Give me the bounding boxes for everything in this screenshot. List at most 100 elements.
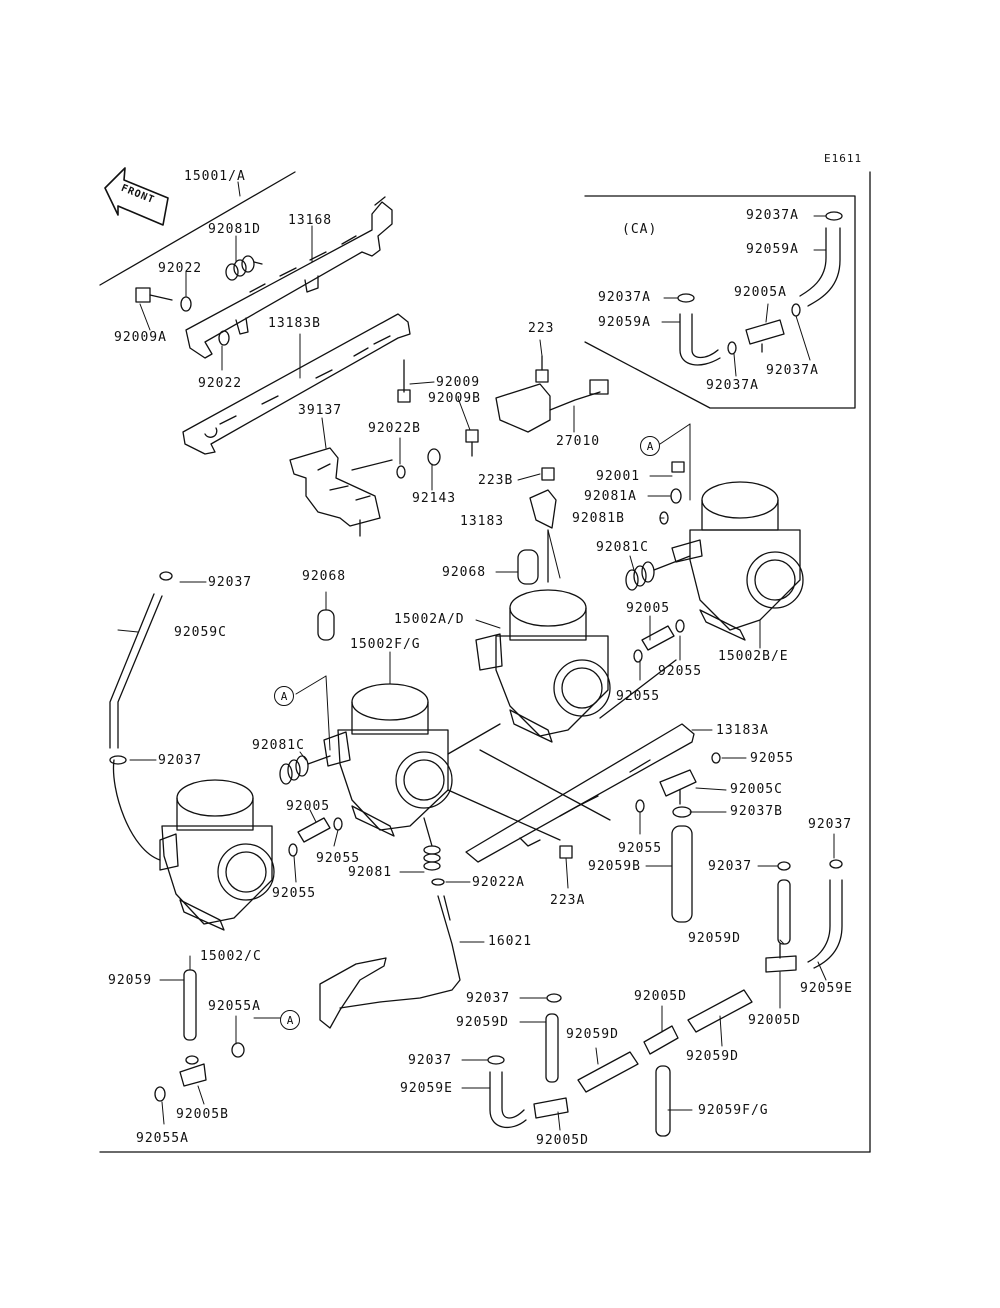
hose-92059E-r: [807, 879, 831, 963]
label-92081B: 92081B: [572, 511, 625, 526]
washer-92022A: [431, 878, 445, 886]
label-15001A: 15001/A: [184, 169, 246, 184]
label-92005D-center-1: 92005D: [536, 1133, 589, 1148]
callout-a-3: A: [280, 1010, 300, 1030]
spring-92081C-right: [625, 555, 691, 591]
label-13168: 13168: [288, 213, 333, 228]
fitting-92005D-c2: [643, 1025, 679, 1055]
label-92059D-center-3: 92059D: [686, 1049, 739, 1064]
label-92081: 92081: [348, 865, 393, 880]
label-92009A: 92009A: [114, 330, 167, 345]
label-92005D-center-2: 92005D: [634, 989, 687, 1004]
hose-92059D-r: [777, 879, 791, 945]
hose-92059D-c3: [687, 989, 753, 1033]
label-92059FG: 92059F/G: [698, 1103, 769, 1118]
bracket-13168: [185, 196, 393, 359]
callout-a-2: A: [274, 686, 294, 706]
label-ca-92037A-3: 92037A: [706, 378, 759, 393]
carburetor-15002C: [159, 779, 275, 931]
hose-92059E-c: [489, 1071, 527, 1129]
screw-92001: [671, 461, 685, 473]
cap-92037-r1: [777, 861, 791, 871]
label-92055-left-2: 92055: [272, 886, 317, 901]
label-92059E-center: 92059E: [400, 1081, 453, 1096]
hose-92059C: [109, 571, 173, 861]
label-92059D-right: 92059D: [688, 931, 741, 946]
clip-92143: [427, 448, 441, 466]
hose-92059B: [671, 825, 693, 923]
clip-13183: [529, 467, 557, 583]
cap-92037A-ca1: [825, 211, 843, 221]
label-92022A: 92022A: [472, 875, 525, 890]
label-16021: 16021: [488, 934, 533, 949]
fitting-92005D-c1: [533, 1097, 569, 1119]
label-ca-92005A: 92005A: [734, 285, 787, 300]
label-15002AD: 15002A/D: [394, 612, 465, 627]
sensor-27010: [495, 379, 609, 433]
hose-92059-left: [154, 969, 245, 1102]
label-92037-left-1: 92037: [208, 575, 253, 590]
label-ca-92037A-2: 92037A: [598, 290, 651, 305]
label-92009B: 92009B: [428, 391, 481, 406]
cable-16021: [319, 895, 461, 1029]
clip-92037A-ca3: [727, 341, 737, 355]
label-92005B: 92005B: [176, 1107, 229, 1122]
hose-92059D-c2: [577, 1051, 639, 1093]
label-92037-right-2: 92037: [808, 817, 853, 832]
label-27010: 27010: [556, 434, 601, 449]
label-92055-mid-2: 92055: [618, 841, 663, 856]
label-92037-left-2: 92037: [158, 753, 203, 768]
label-92037-center-2: 92037: [408, 1053, 453, 1068]
label-92059E-right: 92059E: [800, 981, 853, 996]
label-92005-left: 92005: [286, 799, 331, 814]
region-label-ca: (CA): [622, 222, 658, 237]
label-92022-a: 92022: [158, 261, 203, 276]
front-arrow-icon: [104, 167, 169, 226]
label-92005C: 92005C: [730, 782, 783, 797]
label-92055-mid-1: 92055: [750, 751, 795, 766]
fitting-92005-right: [633, 619, 685, 663]
label-92055-left-1: 92055: [316, 851, 361, 866]
cap-92037B: [672, 806, 692, 818]
label-92059B: 92059B: [588, 859, 641, 874]
hose-92068-left: [317, 609, 335, 641]
carburetor-15002BE: [671, 481, 804, 641]
label-92059: 92059: [108, 973, 153, 988]
bolt-92009A: [135, 287, 230, 346]
bracket-39137: [289, 447, 393, 537]
label-15002C: 15002/C: [200, 949, 262, 964]
fitting-92005C: [659, 769, 697, 805]
label-15002FG: 15002F/G: [350, 637, 421, 652]
label-39137: 39137: [298, 403, 343, 418]
label-92005D-right: 92005D: [748, 1013, 801, 1028]
label-92059C: 92059C: [174, 625, 227, 640]
label-92009: 92009: [436, 375, 481, 390]
hose-92059D-c1: [545, 1013, 559, 1083]
screw-223A: [559, 845, 573, 859]
screw-223: [535, 355, 549, 383]
label-92055-right-2: 92055: [616, 689, 661, 704]
label-92001: 92001: [596, 469, 641, 484]
label-ca-92037A-1: 92037A: [746, 208, 799, 223]
screw-92009: [397, 359, 411, 403]
bracket-13183A: [465, 723, 695, 863]
spring-92081A: [670, 488, 682, 504]
hose-92059FG: [655, 1065, 671, 1137]
label-92081D: 92081D: [208, 222, 261, 237]
label-92068-center: 92068: [442, 565, 487, 580]
spring-92081D: [225, 255, 263, 281]
fitting-92005D-r: [765, 943, 797, 973]
carburetor-15002FG: [323, 683, 453, 837]
cap-92037A-ca2: [677, 293, 695, 303]
label-92037-right-1: 92037: [708, 859, 753, 874]
label-92081C-left: 92081C: [252, 738, 305, 753]
hose-92059A-ca2: [679, 313, 721, 366]
clip-92037A-ca4: [791, 303, 801, 317]
hose-92068: [517, 549, 539, 585]
label-92037-center-1: 92037: [466, 991, 511, 1006]
screw-92009B: [465, 429, 479, 457]
label-223: 223: [528, 321, 555, 336]
label-92143: 92143: [412, 491, 457, 506]
hose-92059A-ca1: [799, 227, 827, 297]
label-13183: 13183: [460, 514, 505, 529]
